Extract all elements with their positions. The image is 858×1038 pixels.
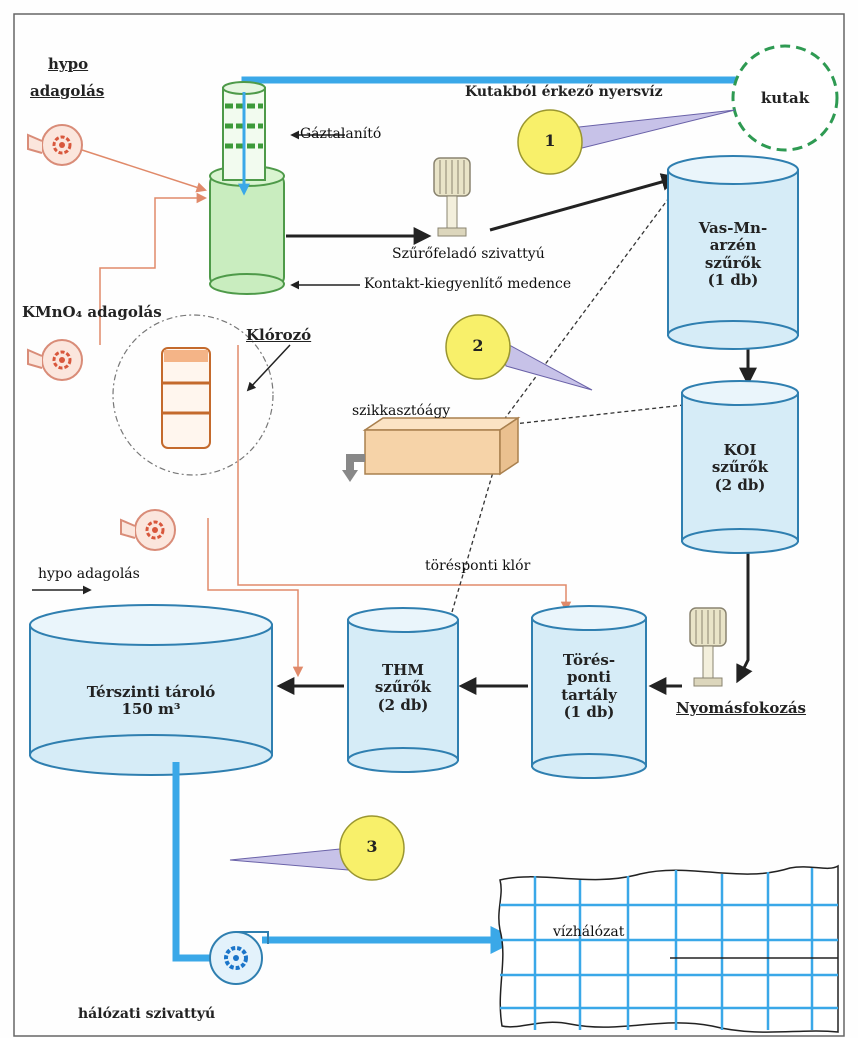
breakpoint-line-4: (1 db)	[563, 702, 615, 721]
surface-storage-tank	[29, 604, 273, 776]
wells-label: kutak	[760, 89, 810, 107]
water-network-grid	[498, 864, 839, 1033]
feed-pump-label: Szűrőfeladó szivattyú	[392, 246, 545, 262]
fe-mn-filter-text: Vas-Mn- arzén szűrők (1 db)	[668, 219, 798, 289]
callout-2-number: 2	[472, 336, 484, 355]
thm-line-1: THM	[382, 661, 424, 679]
koi-line-1: KOI	[723, 441, 757, 459]
storage-outlet-pipe	[172, 762, 210, 962]
booster-pump-motor	[689, 607, 727, 687]
fe-mn-line-4: (1 db)	[707, 270, 759, 289]
flow-to-booster	[736, 548, 753, 684]
koi-line-2: szűrők	[711, 458, 769, 477]
chlorinator-unit	[161, 347, 211, 449]
thm-line-2: szűrők	[374, 678, 432, 697]
raw-water-label: Kutakból érkező nyersvíz	[465, 84, 663, 100]
thm-filter-tank	[347, 607, 459, 773]
storage-line-2: 150 m³	[121, 700, 181, 719]
seepage-bed-label: szikkasztóágy	[352, 403, 451, 419]
storage-line-1: Térszinti tároló	[86, 683, 216, 701]
breakpoint-line-1: Törés-	[562, 651, 616, 669]
hypo-top-label-2: adagolás	[30, 82, 105, 100]
flow-to-fe-mn-filters	[489, 173, 680, 232]
kmno4-label: KMnO₄ adagolás	[22, 303, 162, 321]
hypo-top-label-1: hypo	[48, 55, 89, 73]
chlorinator-label: Klórozó	[246, 326, 312, 344]
backwash-line-thm	[451, 436, 505, 613]
booster-label: Nyomásfokozás	[676, 699, 807, 717]
callout-1-number: 1	[544, 131, 556, 150]
network-pump-label: hálózati szivattyú	[78, 1006, 216, 1022]
hypo-mid-label: hypo adagolás	[38, 566, 140, 582]
wells-circle	[731, 44, 839, 152]
chlorinator-dashed-circle	[112, 314, 274, 476]
koi-filter-tank	[681, 380, 799, 554]
degasser-column	[209, 81, 285, 295]
network-pump	[209, 931, 269, 985]
water-network-label: vízhálózat	[553, 924, 625, 940]
hypo-dosing-pump-mid	[119, 508, 177, 552]
callout-3-number: 3	[366, 837, 378, 856]
storage-text: Térszinti tároló 150 m³	[30, 683, 272, 719]
seepage-bed	[342, 416, 521, 482]
breakpoint-line-2: ponti	[566, 668, 612, 687]
frame-border	[13, 13, 845, 1037]
callout-2	[445, 314, 593, 391]
contact-basin-label: Kontakt-kiegyenlítő medence	[364, 276, 572, 292]
thm-filter-text: THM szűrők (2 db)	[348, 661, 458, 714]
hypo-dosing-pump-top	[26, 123, 84, 167]
fe-mn-filter-tank	[667, 155, 799, 350]
kmno4-dosing-pump	[26, 338, 84, 382]
hypo-line-top	[81, 149, 207, 193]
breakpoint-chlorine-label: törésponti klór	[425, 558, 531, 574]
fe-mn-line-1: Vas-Mn-	[698, 219, 768, 237]
degasser-label: Gáztalanító	[300, 126, 382, 142]
callout-3	[229, 815, 405, 881]
feed-pump-motor	[433, 157, 471, 237]
backwash-line-koi	[503, 404, 685, 429]
callout-1	[517, 109, 736, 175]
koi-line-3: (2 db)	[714, 475, 766, 494]
breakpoint-line-3: tartály	[561, 685, 617, 704]
breakpoint-tank	[531, 605, 647, 779]
koi-filter-text: KOI szűrők (2 db)	[682, 441, 798, 494]
hypo-line-mid	[207, 518, 304, 678]
fe-mn-line-3: szűrők	[704, 253, 762, 272]
breakpoint-chlorine-line	[237, 345, 572, 613]
backwash-line-fe	[499, 174, 687, 427]
breakpoint-tank-text: Törés- ponti tartály (1 db)	[532, 651, 646, 721]
thm-line-3: (2 db)	[377, 695, 429, 714]
fe-mn-line-2: arzén	[709, 236, 757, 255]
chlorinator-pointer	[246, 344, 291, 392]
kmno4-line	[99, 192, 208, 345]
